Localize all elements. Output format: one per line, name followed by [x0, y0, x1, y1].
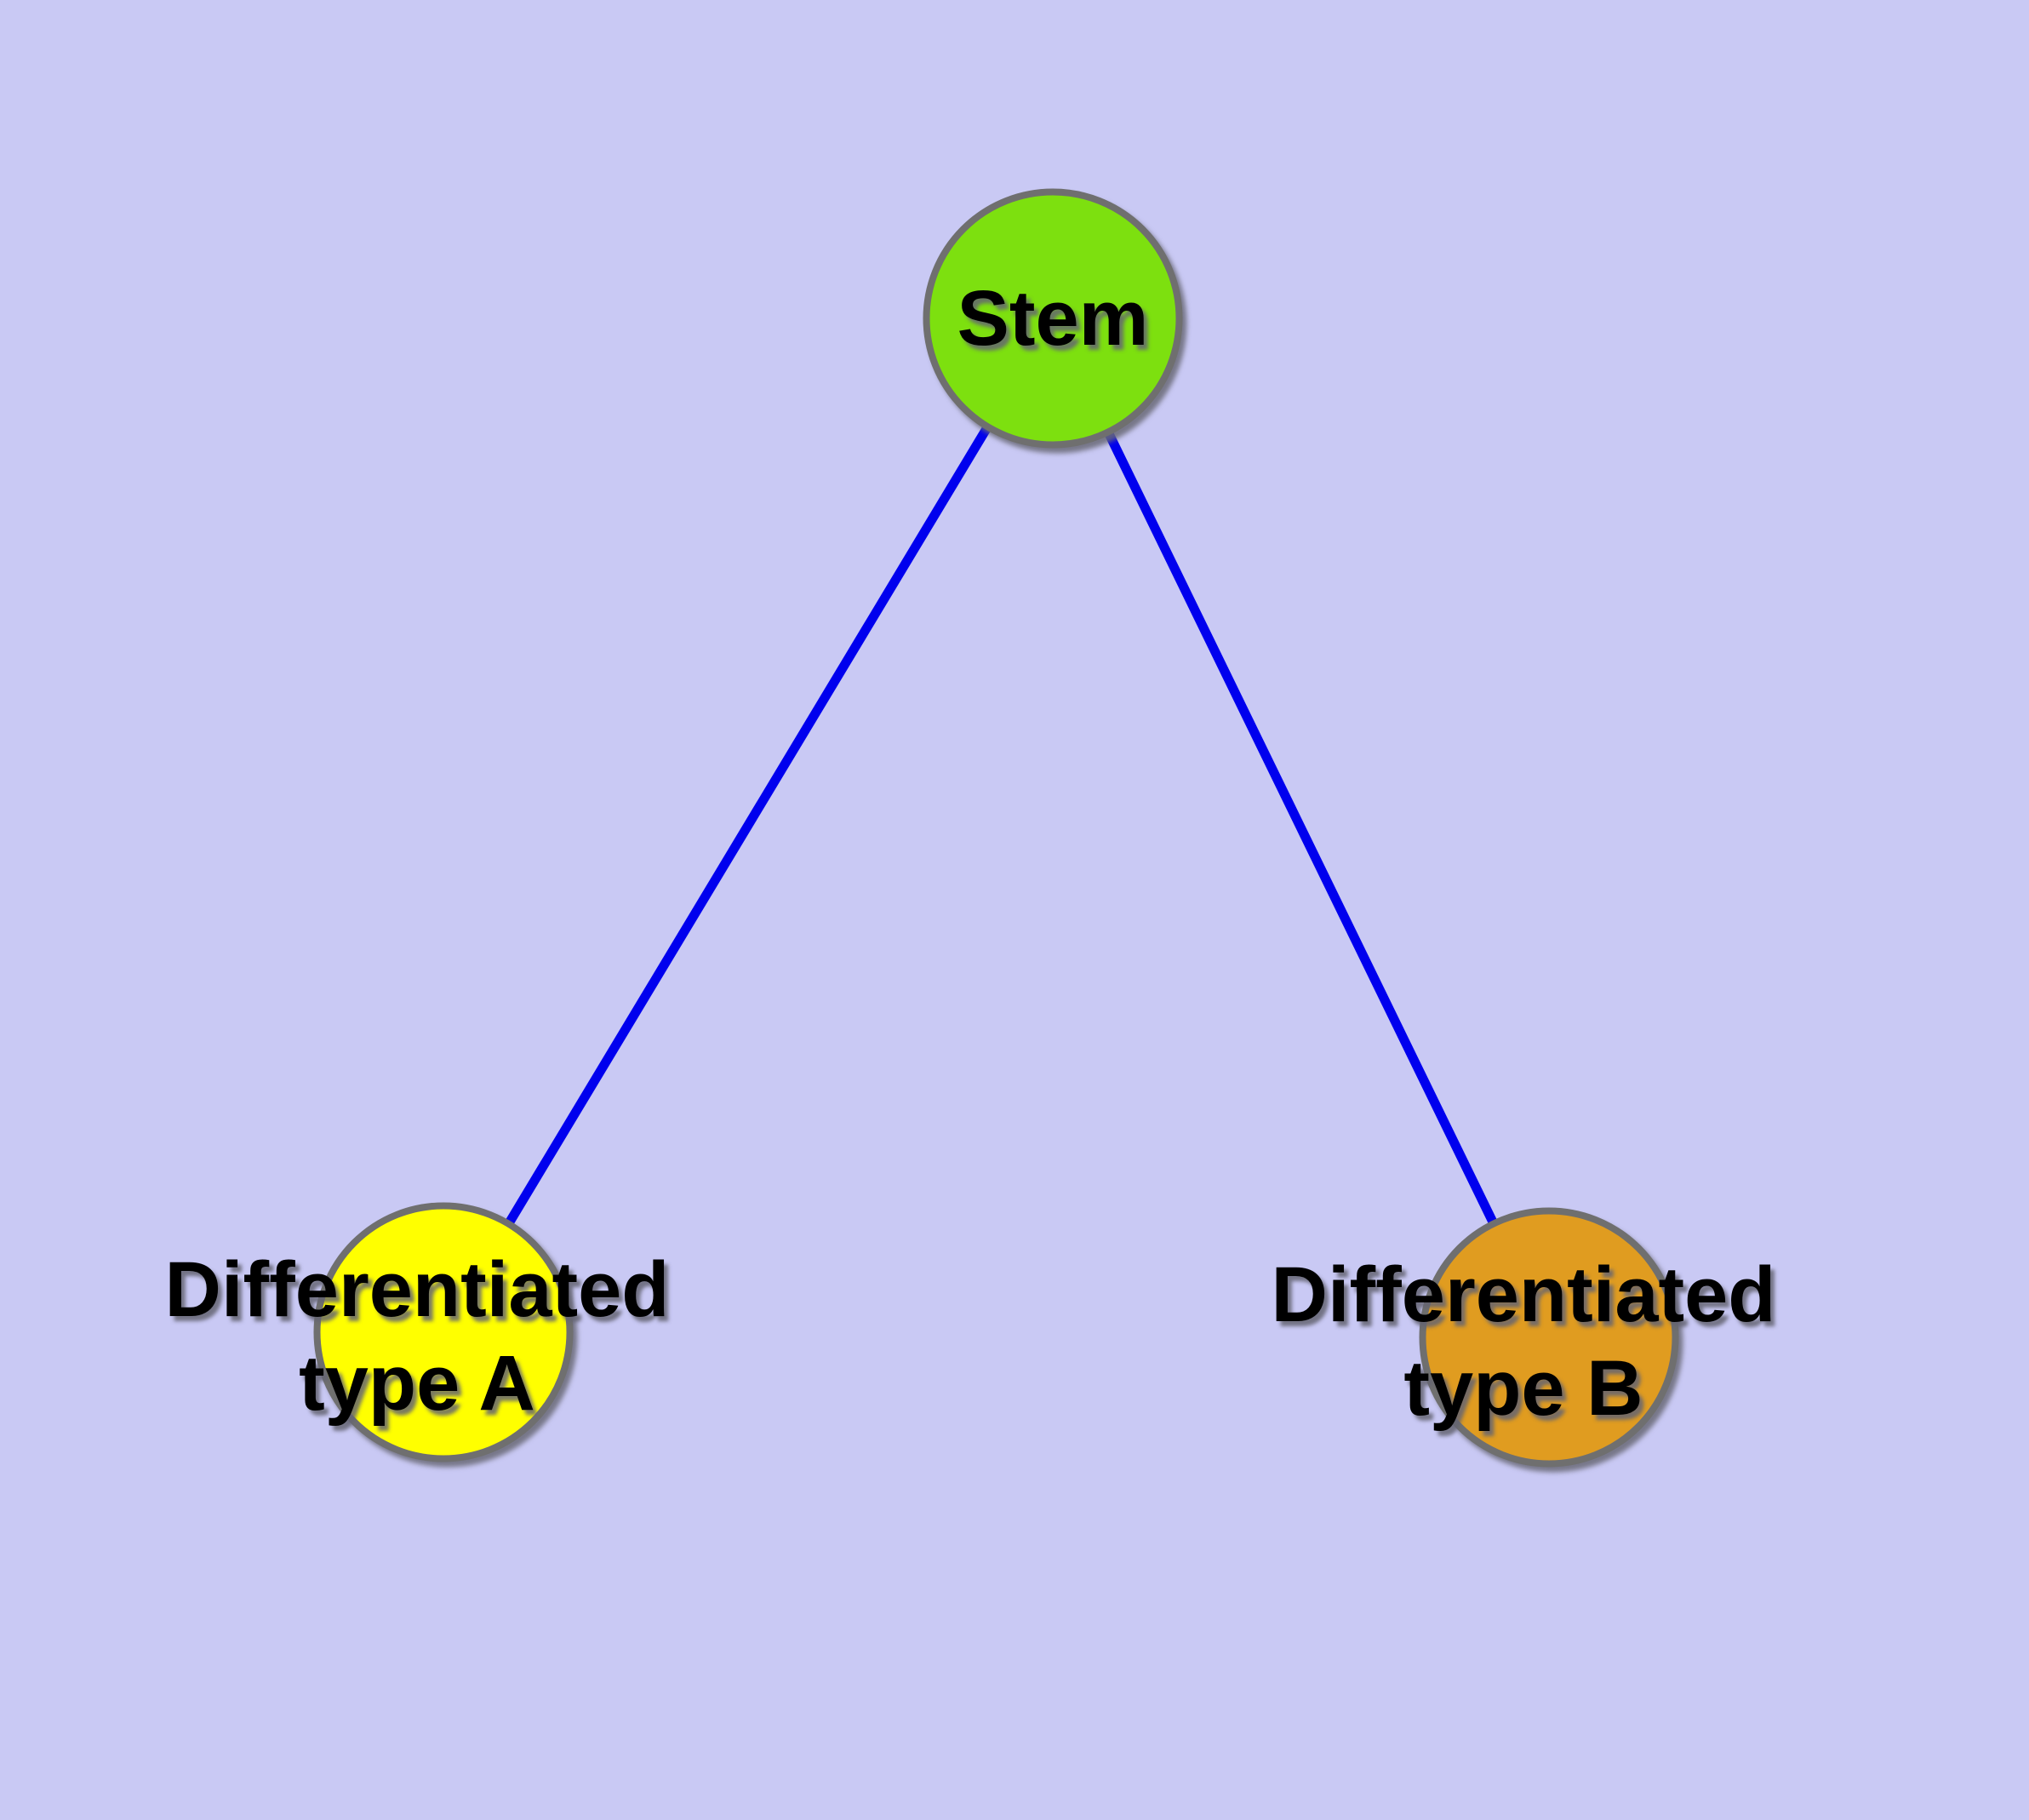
- node-type-a-circle[interactable]: [313, 1202, 574, 1462]
- node-type-b-label: Differentiated type B: [1272, 1248, 1776, 1435]
- node-stem-label: Stem: [957, 272, 1149, 365]
- node-type-b-label-line1: Differentiated: [1271, 1251, 1776, 1338]
- node-stem-circle[interactable]: [923, 188, 1183, 449]
- node-type-a-label: Differentiated type A: [165, 1243, 670, 1430]
- node-type-a-label-line2: type A: [299, 1340, 535, 1427]
- node-type-a-label-line1: Differentiated: [164, 1246, 670, 1333]
- node-stem-label-text: Stem: [957, 275, 1149, 362]
- edge-stem-to-type-b: [1049, 316, 1553, 1340]
- node-type-b-circle[interactable]: [1419, 1207, 1679, 1468]
- node-type-b-label-line2: type B: [1403, 1345, 1643, 1432]
- edge-stem-to-type-a: [439, 316, 1057, 1335]
